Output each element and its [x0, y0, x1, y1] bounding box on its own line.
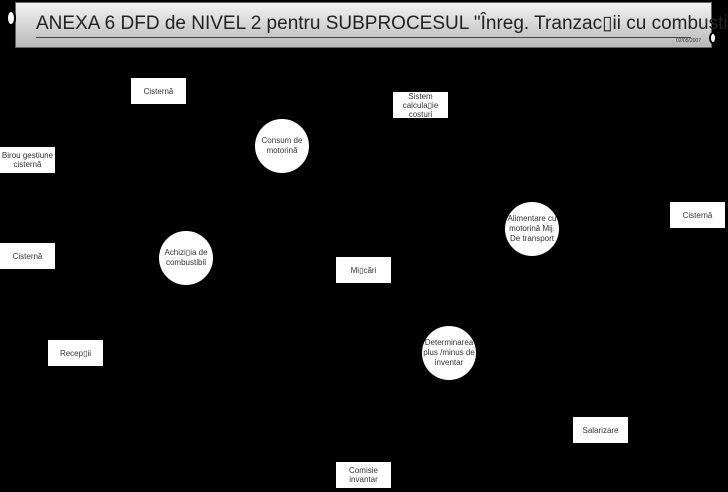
entity-cisterna-right[interactable]: Cisternă — [670, 202, 725, 228]
connector-handle — [709, 32, 717, 44]
process-alimentare-motorina[interactable]: Alimentare cu motorină Mij. De transport — [505, 202, 559, 256]
entity-birou-gestiune[interactable]: Birou gestiune cisternă — [0, 147, 55, 173]
entity-cisterna-top[interactable]: Cisternă — [131, 78, 186, 104]
title-banner: ANEXA 6 DFD de NIVEL 2 pentru SUBPROCESU… — [15, 2, 728, 48]
diagram-date: 02/05/2007 — [675, 38, 701, 44]
datastore-miscari[interactable]: Mi▯cări — [336, 257, 391, 283]
entity-salarizare[interactable]: Salarizare — [573, 417, 628, 443]
process-achizitia-combustibil[interactable]: Achizi▯ia de combustibil — [159, 231, 213, 285]
entity-cisterna-left[interactable]: Cisternă — [0, 243, 55, 269]
process-consum-motorina[interactable]: Consum de motorină — [255, 119, 309, 173]
diagram-title: ANEXA 6 DFD de NIVEL 2 pentru SUBPROCESU… — [36, 12, 728, 38]
entity-receptii[interactable]: Recep▯ii — [48, 340, 103, 366]
entity-comisie-inventar[interactable]: Comisie invantar — [336, 462, 391, 488]
entity-sistem-calculatie-costuri[interactable]: Sistem calcula▯ie costuri — [393, 92, 448, 119]
connector-handle — [6, 10, 16, 26]
process-determinarea-inventar[interactable]: Determinarea plus /minus de inventar — [422, 326, 476, 380]
